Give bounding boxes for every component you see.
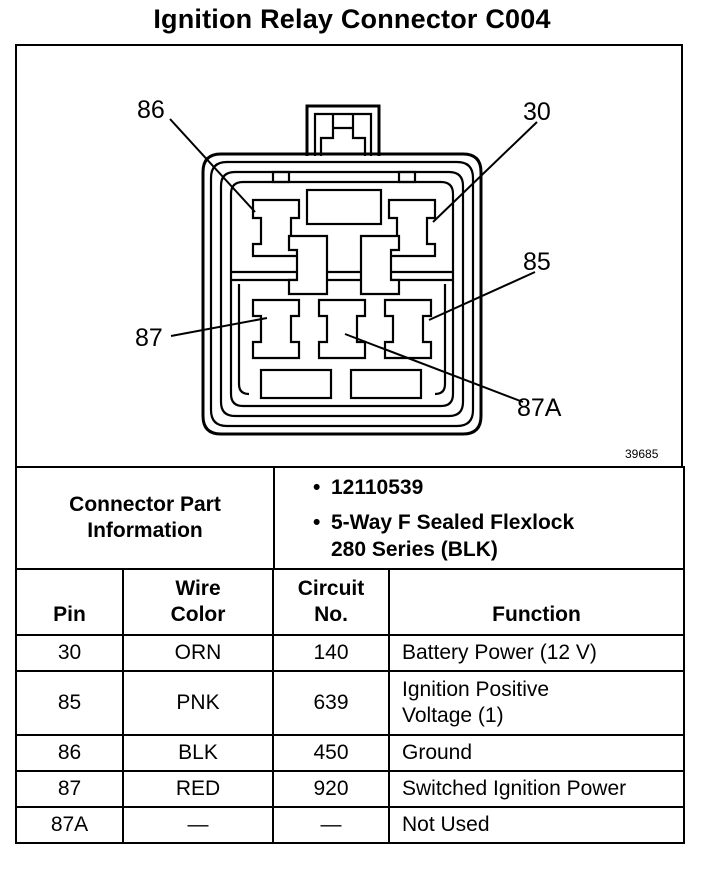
wire-color-cell: PNK <box>122 670 274 736</box>
connector-info-details: 12110539 5-Way F Sealed Flexlock 280 Ser… <box>273 466 685 570</box>
page-title: Ignition Relay Connector C004 <box>153 4 551 34</box>
pin-table: Pin Wire Color Circuit No. Function 30 O… <box>15 568 685 844</box>
header-wire-color-line2: Color <box>170 603 226 626</box>
pin-cell: 85 <box>15 670 124 736</box>
wire-color-cell: — <box>122 806 274 844</box>
connector-face-drawing: 86 30 85 87 87A 39685 <box>135 96 659 461</box>
header-function: Function <box>388 568 685 636</box>
function-line2: Voltage (1) <box>402 704 504 727</box>
table-row: 30 ORN 140 Battery Power (12 V) <box>15 634 685 672</box>
function-cell: Ignition Positive Voltage (1) <box>388 670 685 736</box>
header-wire-color: Wire Color <box>122 568 274 636</box>
table-row: 87A — — Not Used <box>15 806 685 844</box>
cavity-85 <box>383 298 433 360</box>
header-wire-color-line1: Wire <box>175 577 221 600</box>
pin-label-87: 87 <box>135 324 163 352</box>
pin-cell: 30 <box>15 634 124 672</box>
cavity-87a <box>317 298 367 360</box>
connector-latch <box>305 104 381 156</box>
header-circuit-line1: Circuit <box>297 577 365 600</box>
table-row: 87 RED 920 Switched Ignition Power <box>15 770 685 808</box>
pin-label-87a: 87A <box>517 394 562 422</box>
connector-description: 5-Way F Sealed Flexlock 280 Series (BLK) <box>305 509 683 563</box>
circuit-cell: 140 <box>272 634 390 672</box>
connector-description-line2: 280 Series (BLK) <box>331 537 498 561</box>
leader-85 <box>428 271 536 321</box>
pin-cell: 87A <box>15 806 124 844</box>
connector-info-label: Connector Part Information <box>15 466 275 570</box>
cavity-30 <box>387 198 437 258</box>
table-row: 85 PNK 639 Ignition Positive Voltage (1) <box>15 670 685 736</box>
pin-label-86: 86 <box>137 96 165 124</box>
function-cell: Not Used <box>388 806 685 844</box>
connector-info-label-line1: Connector Part <box>69 493 221 516</box>
wire-color-cell: BLK <box>122 734 274 772</box>
figure-number: 39685 <box>625 447 659 461</box>
circuit-cell: — <box>272 806 390 844</box>
function-line1: Ignition Positive <box>402 678 550 701</box>
part-number: 12110539 <box>305 474 683 501</box>
connector-diagram-panel: 86 30 85 87 87A 39685 <box>15 44 683 468</box>
function-cell: Switched Ignition Power <box>388 770 685 808</box>
table-row: 86 BLK 450 Ground <box>15 734 685 772</box>
circuit-cell: 639 <box>272 670 390 736</box>
connector-housing-outer <box>201 152 483 436</box>
wire-color-cell: ORN <box>122 634 274 672</box>
connector-info-label-line2: Information <box>87 519 203 542</box>
connector-info-table: Connector Part Information 12110539 5-Wa… <box>15 466 685 570</box>
pin-label-85: 85 <box>523 248 551 276</box>
leader-86 <box>169 118 256 213</box>
circuit-cell: 450 <box>272 734 390 772</box>
header-pin: Pin <box>15 568 124 636</box>
header-circuit: Circuit No. <box>272 568 390 636</box>
pin-cell: 87 <box>15 770 124 808</box>
leader-30 <box>432 121 538 223</box>
pin-cell: 86 <box>15 734 124 772</box>
leader-87 <box>170 317 268 337</box>
cavity-87 <box>251 298 301 360</box>
pin-label-30: 30 <box>523 98 551 126</box>
header-circuit-line2: No. <box>314 603 348 626</box>
function-cell: Ground <box>388 734 685 772</box>
circuit-cell: 920 <box>272 770 390 808</box>
leader-87a <box>344 333 524 403</box>
function-cell: Battery Power (12 V) <box>388 634 685 672</box>
connector-description-line1: 5-Way F Sealed Flexlock <box>331 510 575 534</box>
pin-table-header: Pin Wire Color Circuit No. Function <box>15 568 685 636</box>
wire-color-cell: RED <box>122 770 274 808</box>
